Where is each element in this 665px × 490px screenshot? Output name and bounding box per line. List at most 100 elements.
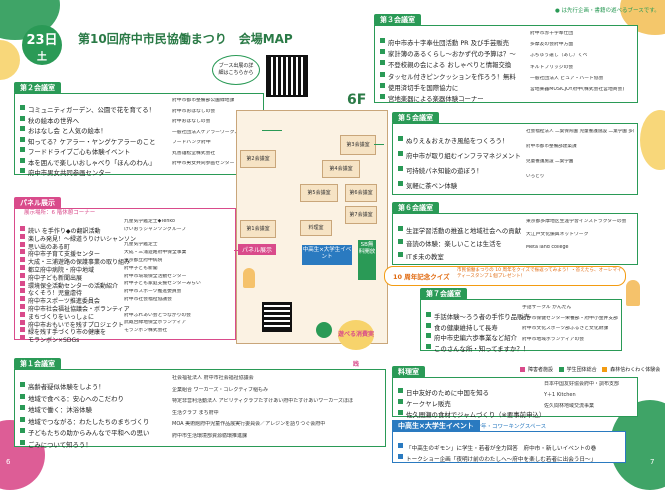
connector-room3 <box>374 144 384 146</box>
list-item: 秋の絵本の世界へ府中市おはなしの会 <box>20 108 215 125</box>
qr-note: ブース出展の詳細はこちらから <box>212 55 260 85</box>
bullet-icon <box>398 443 403 448</box>
bullet-icon <box>398 410 403 416</box>
map-room-4[interactable]: 第4会議室 <box>322 160 360 178</box>
list-item: ぬりえ＆おえかき風船をつくろう！社会福祉法人 二葉保育園 児童養護施設 二葉学園… <box>398 128 634 145</box>
decor-blob-right-mid <box>640 110 665 170</box>
bullet-icon <box>20 226 25 231</box>
item-title: まちづくりをいっしょに <box>28 313 95 321</box>
list-item: 府中市おもいでを残すプロジェクト府中ふれあい会とつながりの会 <box>20 312 191 329</box>
top-note: ● は先行企画・書籍の遊べるブースです。 <box>555 8 660 14</box>
map-panel-label[interactable]: パネル展示 <box>238 244 277 255</box>
bullet-icon <box>20 105 25 110</box>
date-day: 23日 <box>26 33 58 48</box>
list-item: 気軽に茶べン体験いろどり <box>398 173 544 190</box>
page-title: 第10回府中市民協働まつり 会場MAP <box>78 32 293 46</box>
item-title: 使用済切手を国際協力に <box>388 83 459 92</box>
youth-place: 青少年・コワーキングスペース <box>470 424 547 430</box>
bullet-icon <box>20 327 25 333</box>
item-title: 府中市スポーツ推進委員会 <box>28 298 100 306</box>
map-room-1[interactable]: 第1会議室 <box>240 220 276 238</box>
item-title: 日中友好のために中国を知る <box>406 389 490 397</box>
bullet-icon <box>426 343 431 349</box>
list-item: 高齢者疑似体験をしよう！社会福祉法人 府中市社会福祉協議会 <box>20 374 254 391</box>
bullet-icon <box>20 428 25 433</box>
map-youth-button[interactable]: 中高生×大学生イベント <box>302 245 352 265</box>
room6-header: 第６会議室 <box>392 202 439 214</box>
room7-list: 手話体験～ろう者の手作り品販売手話サークル かんたん食の健康維持して長寿府中市保… <box>426 304 618 353</box>
item-organizer: 府中市都市整備部建築課 <box>526 144 577 149</box>
item-organizer: 一般社団法人 ピュア・ハート協会 <box>530 75 604 81</box>
list-item: まちづくりをいっしょに <box>20 304 136 321</box>
room8-legend: 障害者施設 学生団体総合 森林信わくわく体験会 <box>520 366 660 373</box>
list-item: ごみについて知ろう！府中市生活環境部資源循環推進課 <box>20 432 247 449</box>
list-item: 可持続パネ知能の遊ぼう！児童養護施設 二葉学園 <box>398 158 573 175</box>
item-organizer: いろどり <box>526 174 545 179</box>
date-badge: 23日 土 <box>22 25 62 65</box>
item-organizer: 企業組合 ワーカーズ・コレクティブ稲もみ <box>172 386 269 393</box>
map-room-3[interactable]: 第3会議室 <box>340 135 376 155</box>
item-organizer: 東京都多摩地区生涯学習インストラクターの会 <box>526 219 627 224</box>
qr-code[interactable] <box>266 55 308 97</box>
bullet-icon <box>380 71 385 77</box>
map-qr-2[interactable] <box>262 302 292 332</box>
item-organizer: 九星気学鑑定士 <box>124 242 158 248</box>
list-item: 生涯学習活動の推進と地域社会への貢献東京都多摩地区生涯学習インストラクターの会 <box>398 218 626 235</box>
youth-header: 中高生×大学生イベント <box>392 420 480 432</box>
list-item: 府中市スポーツ推進委員会府中市スポーツ推進委員会 <box>20 288 181 305</box>
list-item: 府中市が取り組むインフラマネジメント府中市都市整備部建築課 <box>398 143 577 160</box>
bullet-icon <box>20 288 25 294</box>
map-game-badge[interactable]: 遊べる消費実践 <box>338 320 374 368</box>
item-organizer: 府中市都市整備部公園緑地課 <box>172 98 235 103</box>
bullet-icon <box>20 136 25 142</box>
room3-box <box>374 25 638 103</box>
item-organizer: 大成・三浦遊路府中保全事業 <box>124 250 187 256</box>
youth-list: 「中高生のギモン」に学生・若者が全力回答 府中市・新しいイベントの巻トークショー… <box>398 435 596 463</box>
list-item: 食の健康維持して長寿府中市保健センター栄養部・府中小金井支部 <box>426 315 618 332</box>
item-title: 生涯学習活動の推進と地域社会への貢献 <box>406 227 522 235</box>
bullet-icon <box>398 151 403 156</box>
list-item: コミュニティガーデン、公園で花を育てる！府中市都市整備部公園緑地課 <box>20 97 234 114</box>
map-sb-button[interactable]: SB無料開放 <box>358 240 376 280</box>
item-title: 可持続パネ知能の遊ぼう！ <box>406 167 483 175</box>
room8-header: 料理室 <box>392 366 425 378</box>
item-title: 大成・三浦遊路の保護事業の取り組み <box>28 259 131 267</box>
item-title: タッセル付きピンクッションを作ろう！無料 <box>388 72 516 81</box>
bullet-icon <box>20 303 25 309</box>
bullet-icon <box>380 82 385 88</box>
item-organizer: 社会福祉法人 府中市社会福祉協議会 <box>172 375 254 381</box>
item-organizer: 日本中国友好協会府中・調布支部 <box>544 381 620 387</box>
connector-room2 <box>262 130 282 132</box>
item-title: モランボン×SDGs <box>28 337 80 345</box>
bullet-icon <box>20 115 25 121</box>
bullet-icon <box>20 319 25 325</box>
list-item: 府中市男女共同参画センター府中市男女共同参画センター <box>20 160 234 177</box>
item-organizer: 府中市おはなしの会 <box>172 108 216 114</box>
list-item: 不登校親の会による おしゃべりと情報交換ふちゅう運し（あし）くべ <box>380 52 587 69</box>
mascot-right-icon <box>626 280 640 306</box>
bullet-icon <box>20 249 25 255</box>
map-room-7[interactable]: 第7会議室 <box>345 206 377 224</box>
map-room-5[interactable]: 第5会議室 <box>300 184 338 202</box>
map-stamp-green <box>316 322 332 338</box>
map-room-6[interactable]: 第6会議室 <box>345 184 377 202</box>
item-title: 都立府中病院・府中地域 <box>28 266 95 274</box>
map-room-cooking[interactable]: 料理室 <box>300 220 332 236</box>
quiz-badge[interactable]: 10 周年記念クイズ 市民協働まつりの 10 周年をクイズで振返ってみよう！・答… <box>384 266 626 286</box>
page-number-left: 6 <box>6 458 11 466</box>
item-title: 府中子ども新聞出展 <box>28 274 83 282</box>
bullet-icon <box>426 322 431 328</box>
list-item: 環境保全活動センターの活動紹介府中市環境保全活動センター <box>20 273 186 290</box>
map-room-2[interactable]: 第2会議室 <box>240 150 276 168</box>
bullet-icon <box>20 168 25 173</box>
item-organizer: 府中子ども新聞 <box>124 265 158 271</box>
bullet-icon <box>20 335 25 341</box>
item-organizer: 府中ふれあい会とつながりの会 <box>124 312 191 318</box>
item-organizer: 東京都立府中病院 <box>124 257 163 263</box>
item-title: 府中市赤十字奉仕団活動 PR 及び手芸販売 <box>388 39 509 47</box>
bullet-icon <box>380 38 385 43</box>
item-organizer: Meta land college <box>526 245 569 250</box>
